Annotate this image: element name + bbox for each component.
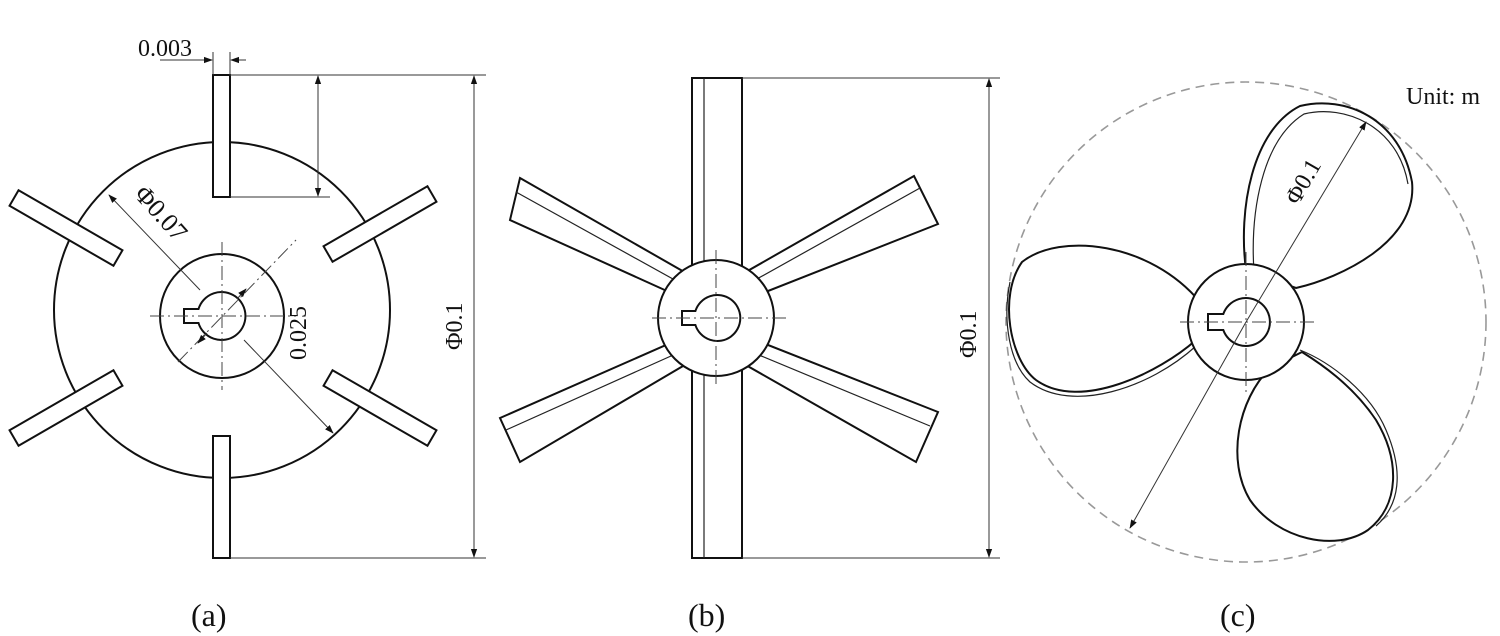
dim-text-overall-a: Φ0.1 xyxy=(442,302,468,350)
dim-hub xyxy=(197,288,247,344)
dim-overall-b xyxy=(742,77,1000,559)
blade xyxy=(322,368,438,448)
blade xyxy=(1006,244,1202,397)
panel-b-pitched-blade-turbine: Φ0.1 (b) xyxy=(498,77,1000,633)
dim-text-hub: 0.025 xyxy=(286,306,312,360)
blade xyxy=(8,368,124,448)
panel-label-a: (a) xyxy=(191,597,227,633)
dim-blade-thickness xyxy=(160,52,246,75)
blade xyxy=(212,435,231,559)
dim-text-blade-thickness: 0.003 xyxy=(138,36,192,62)
blade xyxy=(1242,102,1414,290)
panel-label-b: (b) xyxy=(688,597,725,633)
blade xyxy=(8,188,124,268)
swept-circle xyxy=(1005,81,1487,563)
dim-overall-a xyxy=(230,74,486,559)
dim-text-overall-b: Φ0.1 xyxy=(956,310,982,358)
panel-label-c: (c) xyxy=(1220,597,1256,633)
panel-c-propeller: Φ0.1 Unit: m (c) xyxy=(1005,81,1487,633)
dim-overall-c xyxy=(1129,121,1367,529)
unit-label: Unit: m xyxy=(1406,84,1480,110)
blades xyxy=(8,74,438,559)
panel-a-rushton-turbine: 0.003 Φ0.07 0.025 Φ0.1 (a) xyxy=(8,36,486,633)
blade xyxy=(322,184,438,264)
keyed-bore xyxy=(183,291,247,341)
dim-disc-diameter xyxy=(108,194,334,434)
blade xyxy=(1236,349,1398,542)
blade xyxy=(212,74,231,198)
